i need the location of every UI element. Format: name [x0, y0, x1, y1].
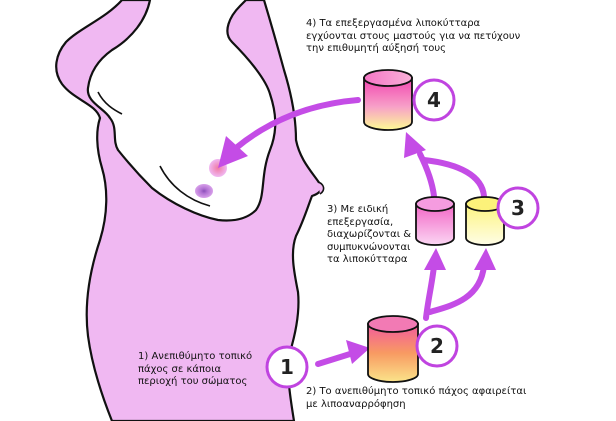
collarbone-line	[97, 91, 123, 115]
step-number-4: 4	[427, 88, 441, 112]
arrow-to-breast-head	[218, 136, 248, 168]
arrow-3-to-4-head	[404, 132, 426, 158]
arrow-2-to-3-left-head	[424, 248, 446, 270]
step-number-1: 1	[280, 355, 294, 379]
step-badge-4: 4	[412, 78, 456, 122]
arrow-to-breast	[233, 97, 361, 151]
step-number-3: 3	[511, 196, 525, 220]
cylinder-step-3-pink	[415, 196, 455, 246]
step-badge-1: 1	[265, 345, 309, 389]
step-badge-3: 3	[496, 186, 540, 230]
areola	[195, 184, 213, 198]
nipple-side	[317, 181, 325, 195]
arrow-2-to-3-right-head	[474, 248, 496, 270]
arrow-1-to-2	[315, 351, 353, 367]
arrow-2-to-3-right	[427, 263, 487, 315]
arrow-3-to-4-right	[421, 157, 487, 199]
step-badge-2: 2	[415, 324, 459, 368]
cylinder-step-4	[363, 69, 413, 131]
step-3-caption: 3) Με ειδική επεξεργασία, διαχωρίζονται …	[327, 204, 412, 265]
arrow-1-to-2-head	[346, 340, 370, 364]
cylinder-step-2	[367, 315, 419, 383]
step-2-caption: 2) Το ανεπιθύμητο τοπικό πάχος αφαιρείτα…	[306, 386, 527, 410]
arrow-3-to-4-left	[417, 151, 437, 199]
step-4-caption: 4) Τα επεξεργασμένα λιποκύτταρα εγχύοντα…	[306, 18, 521, 54]
step-number-2: 2	[430, 334, 444, 358]
body-silhouette	[55, 0, 323, 421]
breast-contour	[159, 165, 211, 207]
arrow-2-to-3-left	[423, 263, 437, 321]
cylinder-step-3-yellow	[465, 196, 505, 246]
step-1-caption: 1) Ανεπιθύμητο τοπικό πάχος σε κάποια πε…	[138, 351, 253, 387]
